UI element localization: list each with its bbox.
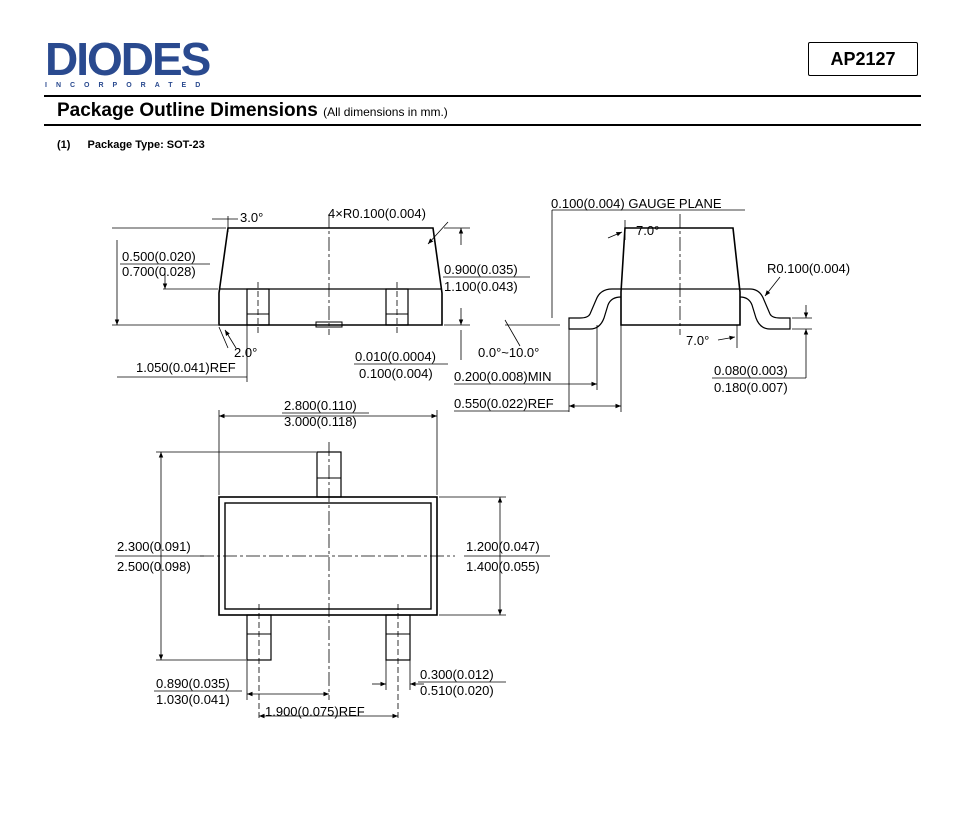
package-index: (1) (57, 139, 71, 151)
dim-0500: 0.500(0.020) (122, 249, 196, 264)
part-number: AP2127 (830, 48, 896, 69)
dim-0100: 0.100(0.004) (359, 366, 433, 381)
dim-radius-4x: 4×R0.100(0.004) (328, 206, 426, 221)
side-body (620, 227, 741, 326)
dim-angle-2: 2.0° (234, 345, 257, 360)
top-view (156, 410, 506, 720)
dim-0900: 0.900(0.035) (444, 262, 518, 277)
dim-1200: 1.200(0.047) (466, 539, 540, 554)
dim-0080: 0.080(0.003) (714, 363, 788, 378)
section-title: Package Outline Dimensions (All dimensio… (57, 100, 448, 122)
diodes-logo: DIODES INCORPORATED (45, 33, 211, 89)
dim-0550ref: 0.550(0.022)REF (454, 396, 554, 411)
dim-1100: 1.100(0.043) (444, 279, 518, 294)
dim-1400: 1.400(0.055) (466, 559, 540, 574)
dim-2500: 2.500(0.098) (117, 559, 191, 574)
package-type: (1) Package Type: SOT-23 (57, 139, 205, 151)
dim-2800: 2.800(0.110) (284, 398, 357, 413)
dim-angle-7-top: 7.0° (636, 223, 659, 238)
dim-radius-0100: R0.100(0.004) (767, 261, 850, 276)
dim-2300: 2.300(0.091) (117, 539, 191, 554)
dim-0200min: 0.200(0.008)MIN (454, 369, 552, 384)
front-body (218, 227, 443, 326)
side-lead-right (739, 288, 791, 330)
section-title-text: Package Outline Dimensions (57, 100, 318, 121)
package-label: Package Type: SOT-23 (87, 139, 205, 151)
logo-subtitle: INCORPORATED (45, 82, 210, 89)
front-gate-mark (315, 321, 343, 328)
part-number-box: AP2127 (808, 42, 918, 76)
header-rule-bottom (44, 124, 921, 126)
header-rule-top (44, 95, 921, 97)
dim-0010: 0.010(0.0004) (355, 349, 436, 364)
side-lead-left (568, 288, 622, 330)
dim-angle-range: 0.0°~10.0° (478, 345, 539, 360)
logo-wordmark: DIODES (45, 33, 211, 85)
dim-3000: 3.000(0.118) (284, 414, 357, 429)
dim-0510: 0.510(0.020) (420, 683, 494, 698)
dim-1030: 1.030(0.041) (156, 692, 230, 707)
front-lead-left (246, 288, 270, 326)
section-note: (All dimensions in mm.) (323, 105, 448, 119)
front-view (112, 214, 470, 382)
dim-0700: 0.700(0.028) (122, 264, 196, 279)
dim-gauge-plane: 0.100(0.004) GAUGE PLANE (551, 196, 722, 211)
dim-1900ref: 1.900(0.075)REF (265, 704, 365, 719)
dim-angle-7-bottom: 7.0° (686, 333, 709, 348)
dim-angle-3: 3.0° (240, 210, 263, 225)
dim-0180: 0.180(0.007) (714, 380, 788, 395)
dim-0300: 0.300(0.012) (420, 667, 494, 682)
side-view (454, 209, 812, 412)
front-lead-right (385, 288, 409, 326)
dim-1050ref: 1.050(0.041)REF (136, 360, 236, 375)
dim-0890: 0.890(0.035) (156, 676, 230, 691)
